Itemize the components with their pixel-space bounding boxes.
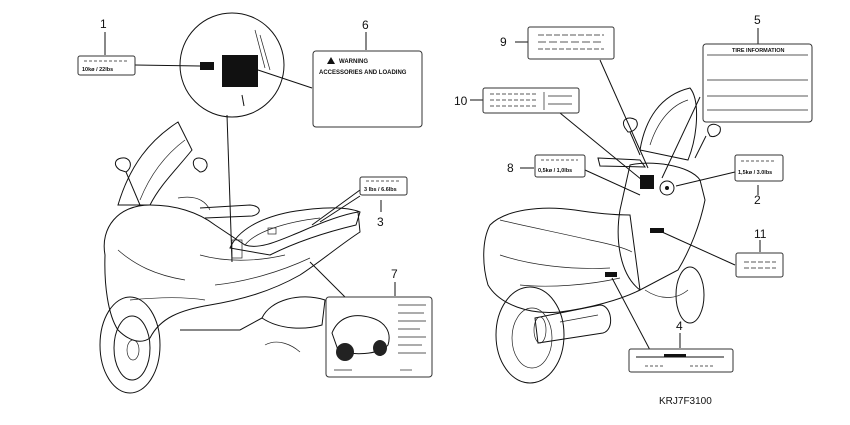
label-2-text: 1,5kø / 3.0lbs: [738, 170, 772, 176]
callout-5: 5: [754, 13, 761, 27]
label-4-panel[interactable]: [628, 348, 734, 373]
label-5-panel[interactable]: TIRE INFORMATION: [702, 43, 813, 123]
callout-2: 2: [754, 193, 761, 207]
left-scooter-drawing: [99, 121, 361, 394]
warning-triangle-icon: [327, 57, 335, 64]
callout-11: 11: [754, 227, 767, 241]
label-7-scooter-illustration: [331, 315, 390, 361]
zoom-label-small: [200, 62, 214, 70]
callout-3: 3: [377, 215, 384, 229]
callout-6: 6: [362, 18, 369, 32]
label-10-panel[interactable]: [482, 87, 580, 114]
label-5-title: TIRE INFORMATION: [732, 48, 784, 54]
zoom-label-block: [222, 55, 258, 87]
label-11-panel[interactable]: [735, 252, 784, 278]
zoom-detail-circle: [179, 12, 285, 263]
label-7-text-lines: [334, 304, 426, 371]
label-8-text: 0,5kø / 1,0lbs: [538, 168, 572, 174]
label-3-text: 3 lbs / 6.6lbs: [364, 187, 397, 193]
label-6-warning: WARNING: [339, 59, 368, 65]
label-2-panel[interactable]: 1,5kø / 3.0lbs: [734, 154, 784, 182]
callout-8: 8: [507, 161, 514, 175]
callout-10: 10: [454, 94, 468, 108]
dash-label-block: [640, 175, 654, 189]
right-scooter-drawing: [483, 87, 721, 384]
callout-9: 9: [500, 35, 507, 49]
callout-1: 1: [100, 17, 107, 31]
callout-4: 4: [676, 319, 683, 333]
label-1-panel[interactable]: 10kø / 22lbs: [77, 55, 136, 76]
label-6-panel[interactable]: WARNING ACCESSORIES AND LOADING: [312, 50, 423, 128]
label-1-text: 10kø / 22lbs: [82, 67, 113, 73]
label-3-panel[interactable]: 3 lbs / 6.6lbs: [359, 176, 408, 196]
leader-lines: [104, 28, 761, 351]
label-9-panel[interactable]: [527, 26, 615, 60]
label-7-panel[interactable]: [325, 296, 433, 378]
diagram-code: KRJ7F3100: [659, 396, 712, 407]
callout-7: 7: [391, 267, 398, 281]
label-8-panel[interactable]: 0,5kø / 1,0lbs: [534, 154, 586, 178]
label-6-title: ACCESSORIES AND LOADING: [319, 70, 407, 76]
